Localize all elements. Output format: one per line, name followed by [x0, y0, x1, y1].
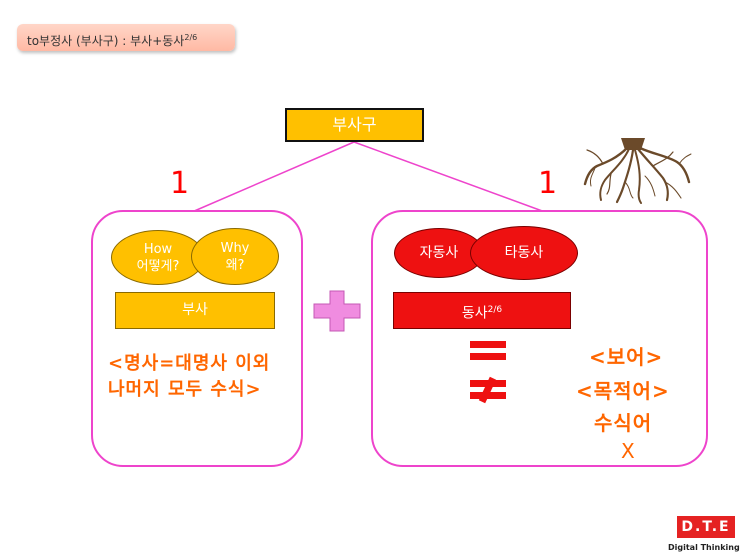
- transitive-ellipse: 타동사: [470, 226, 578, 280]
- connector-right: [353, 141, 546, 213]
- how-en: How: [143, 241, 173, 257]
- logo-text: D.T.E: [677, 516, 735, 538]
- logo-caption: Digital Thinking English: [668, 543, 743, 552]
- intransitive-ellipse: 자동사: [394, 228, 484, 278]
- verb-bar: 동사2/6: [393, 292, 571, 329]
- adverb-note-line2: 나머지 모두 수식>: [108, 379, 262, 400]
- x-mark: X: [621, 439, 636, 463]
- root-node: 부사구: [285, 108, 424, 142]
- how-ko: 어떻게?: [136, 258, 180, 274]
- left-count: 1: [170, 166, 190, 201]
- intransitive-label: 자동사: [419, 244, 459, 261]
- plus-icon: [313, 290, 361, 332]
- why-ko: 왜?: [225, 257, 245, 273]
- modifier-text: 수식어: [594, 411, 653, 435]
- dte-logo: D.T.E: [677, 516, 735, 538]
- why-en: Why: [220, 240, 250, 256]
- adverb-note-line1: <명사=대명사 이외: [108, 353, 271, 374]
- object-text: <목적어>: [576, 379, 670, 403]
- connector-left: [191, 141, 355, 213]
- right-count: 1: [538, 166, 558, 201]
- tree-roots-icon: [583, 138, 692, 204]
- why-ellipse: Why 왜?: [191, 228, 279, 285]
- page-title-tag: to부정사 (부사구) : 부사+동사2/6: [17, 24, 235, 51]
- root-label: 부사구: [332, 115, 377, 134]
- verb-label: 동사: [461, 305, 488, 322]
- page-title-sup: 2/6: [184, 33, 198, 42]
- equal-icon: [470, 341, 506, 361]
- adverb-bar: 부사: [115, 292, 275, 329]
- not-equal-icon: [470, 376, 506, 404]
- how-ellipse: How 어떻게?: [111, 230, 205, 285]
- transitive-label: 타동사: [504, 244, 544, 261]
- page-title: to부정사 (부사구) : 부사+동사: [27, 34, 185, 48]
- complement-text: <보어>: [589, 345, 664, 369]
- verb-label-sup: 2/6: [487, 305, 503, 315]
- adverb-label: 부사: [182, 302, 208, 318]
